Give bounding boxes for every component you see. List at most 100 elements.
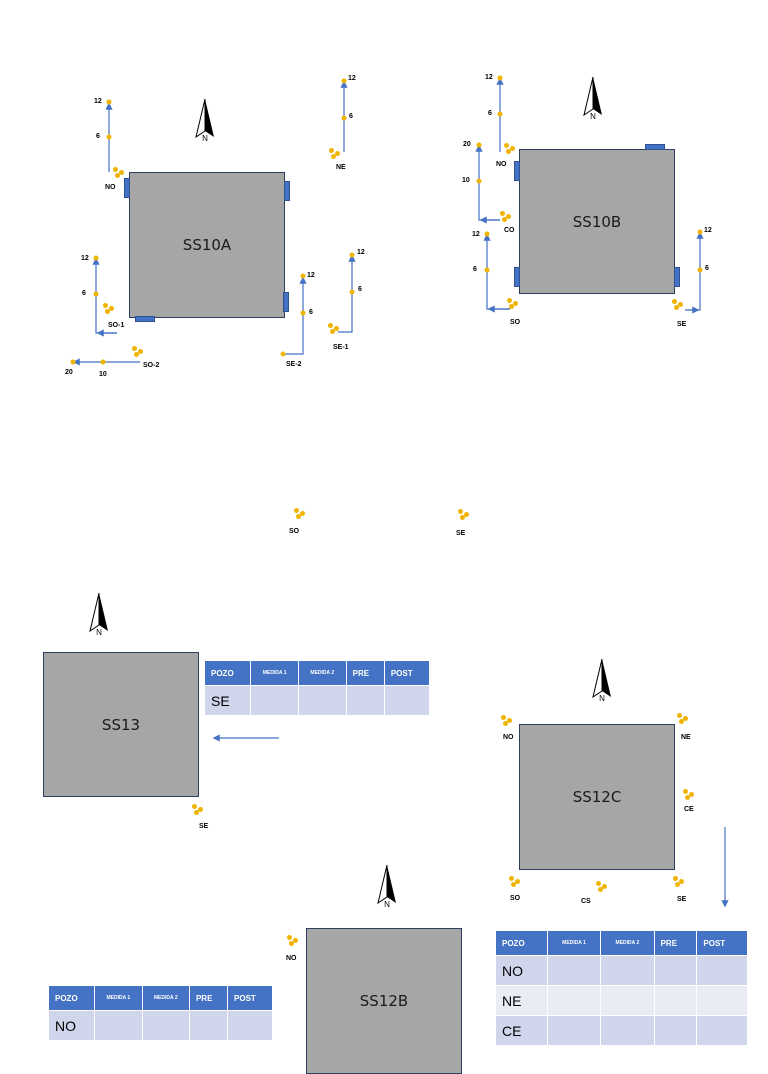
ss10a-no-dot-6 xyxy=(106,134,112,140)
svg-text:N: N xyxy=(384,900,390,909)
ss10a-so1-dot-12 xyxy=(93,255,99,261)
well-cluster-icon xyxy=(500,211,514,223)
water-tank-icon xyxy=(283,292,289,312)
ss10b-no-dot-6 xyxy=(497,111,503,117)
ss10b-so-dot-6 xyxy=(484,267,490,273)
well-label: SO-1 xyxy=(108,322,125,329)
well-cluster-icon xyxy=(673,876,687,888)
medida2-cell[interactable] xyxy=(297,685,347,716)
ss10a-ne-dot-12 xyxy=(341,78,347,84)
header-pre: PRE xyxy=(188,985,229,1011)
depth-label: 20 xyxy=(65,369,73,376)
ss10b-co-dot-20 xyxy=(476,142,482,148)
ss10b-no-dot-12 xyxy=(497,75,503,81)
ss10b-co-line xyxy=(475,144,500,221)
medida2-cell[interactable] xyxy=(600,985,655,1016)
well-label: SE xyxy=(677,896,687,903)
post-cell[interactable] xyxy=(696,1015,748,1046)
post-cell[interactable] xyxy=(696,985,748,1016)
header-pre: PRE xyxy=(345,660,385,686)
ss10a-se1-dot-6 xyxy=(349,289,355,295)
pre-cell[interactable] xyxy=(345,685,385,716)
ss10a-se2-dot-12 xyxy=(300,273,306,279)
medida1-cell[interactable] xyxy=(546,1015,602,1046)
depth-label: 6 xyxy=(488,110,492,117)
depth-label: 6 xyxy=(358,286,362,293)
well-cluster-icon xyxy=(132,346,146,358)
pre-cell[interactable] xyxy=(188,1010,229,1041)
well-label: CE xyxy=(684,806,694,813)
water-tank-icon xyxy=(514,267,520,287)
ss10a-so2-dot-20 xyxy=(70,359,76,365)
structure-ss10b: SS10B xyxy=(519,149,675,294)
ss10a-so2-dot-10 xyxy=(100,359,106,365)
north-arrow-icon: N xyxy=(89,592,108,637)
water-tank-icon xyxy=(135,316,155,322)
structure-label: SS10A xyxy=(182,236,232,254)
ss10a-se2-dot-6 xyxy=(300,310,306,316)
well-label: NO xyxy=(286,955,297,962)
well-cluster-icon xyxy=(103,303,117,315)
measurement-table-ss12b: POZO MEDIDA 1 MEDIDA 2 PRE POST NO xyxy=(47,985,273,1041)
well-label: SE-1 xyxy=(333,344,349,351)
well-label: SO-2 xyxy=(143,362,160,369)
depth-label: 12 xyxy=(472,231,480,238)
structure-ss13: SS13 xyxy=(43,652,199,797)
structure-ss10a: SS10A xyxy=(129,172,285,318)
well-label: SO xyxy=(289,528,300,535)
ss10a-no-dot-12 xyxy=(106,99,112,105)
north-arrow-icon: N xyxy=(195,98,214,143)
well-label: SO xyxy=(510,895,521,902)
depth-label: 6 xyxy=(473,266,477,273)
well-cell: SE xyxy=(203,685,252,716)
structure-label: SS10B xyxy=(572,212,622,231)
depth-label: 20 xyxy=(463,141,471,148)
medida1-cell[interactable] xyxy=(546,985,602,1016)
well-cluster-icon xyxy=(677,713,691,725)
structure-label: SS12B xyxy=(359,992,409,1010)
well-cell: NO xyxy=(47,1010,96,1041)
table-row: NE xyxy=(495,985,748,1016)
water-tank-icon xyxy=(645,144,665,150)
well-cluster-icon xyxy=(294,508,308,520)
well-label: NO xyxy=(503,734,514,741)
north-arrow-icon: N xyxy=(377,864,396,909)
pre-cell[interactable] xyxy=(653,1015,698,1046)
well-label: CO xyxy=(504,227,515,234)
medida1-cell[interactable] xyxy=(250,685,299,716)
table-row: NO xyxy=(495,955,748,986)
well-cluster-icon xyxy=(329,148,343,160)
medida1-cell[interactable] xyxy=(94,1010,143,1041)
well-cell: CE xyxy=(495,1015,548,1046)
structure-label: SS13 xyxy=(101,715,141,734)
pre-cell[interactable] xyxy=(653,955,698,986)
well-label: NO xyxy=(105,184,116,191)
pre-cell[interactable] xyxy=(653,985,698,1016)
depth-label: 12 xyxy=(307,272,315,279)
structure-ss12b: SS12B xyxy=(306,928,462,1074)
well-label: CS xyxy=(581,898,591,905)
header-medida2: MEDIDA 2 xyxy=(297,660,347,686)
medida1-cell[interactable] xyxy=(546,955,602,986)
medida2-cell[interactable] xyxy=(600,1015,655,1046)
table-row: NO xyxy=(47,1010,273,1041)
depth-label: 12 xyxy=(357,249,365,256)
ss10a-se1-dot-12 xyxy=(349,252,355,258)
well-cluster-icon xyxy=(287,935,301,947)
ss10a-so1-dot-6 xyxy=(93,291,99,297)
north-arrow-icon: N xyxy=(592,658,611,703)
medida2-cell[interactable] xyxy=(141,1010,190,1041)
well-cluster-icon xyxy=(507,298,521,310)
post-cell[interactable] xyxy=(383,685,431,716)
well-label: NE xyxy=(336,164,346,171)
well-cell: NO xyxy=(495,955,548,986)
medida2-cell[interactable] xyxy=(600,955,655,986)
water-tank-icon xyxy=(674,267,680,287)
table-row: CE xyxy=(495,1015,748,1046)
post-cell[interactable] xyxy=(696,955,748,986)
depth-label: 10 xyxy=(462,177,470,184)
depth-label: 12 xyxy=(348,75,356,82)
well-cluster-icon xyxy=(192,804,206,816)
flow-lines xyxy=(70,75,729,908)
post-cell[interactable] xyxy=(227,1010,273,1041)
